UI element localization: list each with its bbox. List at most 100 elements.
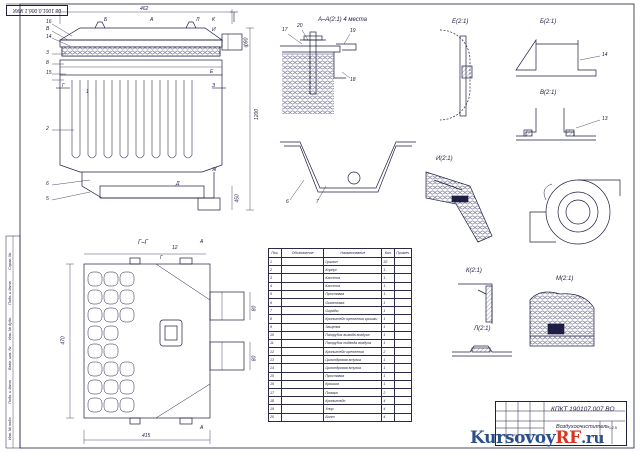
spec-cell bbox=[394, 371, 412, 381]
dim-base: 450 bbox=[234, 194, 241, 203]
spec-cell: 2 bbox=[381, 347, 396, 357]
spec-cell bbox=[394, 355, 412, 365]
spec-cell bbox=[394, 297, 412, 308]
spec-cell: 7 bbox=[268, 306, 282, 316]
spec-cell: 10 bbox=[268, 330, 282, 340]
spec-cell: Кассета bbox=[323, 281, 383, 291]
spec-cell: 6 bbox=[268, 297, 282, 308]
spec-cell: 8 bbox=[268, 314, 282, 324]
spec-cell: 1 bbox=[381, 379, 396, 390]
spec-cell: 9 bbox=[268, 322, 282, 332]
spec-cell: 1 bbox=[381, 297, 396, 308]
spec-cell bbox=[394, 322, 412, 332]
view-k-title: К(2:1) bbox=[466, 268, 482, 274]
view-b-title: Б(2:1) bbox=[540, 19, 557, 25]
leader-label: 14 bbox=[602, 52, 608, 58]
spec-cell: 4 bbox=[381, 404, 396, 414]
leader-label: 16 bbox=[46, 19, 52, 25]
side-label: Справ. № bbox=[8, 252, 12, 270]
view-m bbox=[529, 291, 595, 347]
view-l-title: Л(2:1) bbox=[474, 326, 491, 332]
spec-cell: Циклон bbox=[323, 256, 383, 267]
leader-label: 17 bbox=[282, 27, 288, 33]
spec-cell bbox=[394, 338, 412, 349]
leader-label: 5 bbox=[46, 196, 49, 202]
spec-cell: 1 bbox=[381, 371, 396, 381]
leader-label: 20 bbox=[297, 23, 303, 29]
view-gg-title: Г–Г bbox=[138, 240, 148, 246]
spec-cell bbox=[280, 387, 325, 398]
dim-ring: ф90 bbox=[243, 37, 250, 48]
spec-cell: 1 bbox=[381, 314, 396, 324]
spec-cell: 1 bbox=[381, 355, 396, 365]
spec-cell bbox=[280, 306, 325, 316]
spec-cell: 11 bbox=[268, 338, 282, 349]
spec-cell bbox=[394, 256, 412, 267]
spec-cell: Кронштейн крепления кришки bbox=[323, 314, 383, 324]
spec-cell bbox=[394, 289, 412, 299]
plan-view bbox=[66, 253, 251, 444]
spec-cell: 15 bbox=[268, 371, 282, 381]
drawing-stamp: 08 1001.0.00б.1 ЖКК bbox=[6, 5, 68, 16]
leader-label: 2 bbox=[46, 126, 49, 132]
spec-cell: Корпус bbox=[323, 265, 383, 275]
spec-cell: Кронштейн bbox=[323, 396, 383, 406]
side-label: Взам. инв. № bbox=[8, 346, 12, 370]
spec-cell: 1 bbox=[381, 273, 396, 283]
leader-label: Г bbox=[62, 83, 65, 89]
spec-cell: Болт bbox=[323, 412, 383, 422]
leader-label: 6 bbox=[46, 181, 49, 187]
leader-label: 15 bbox=[46, 70, 52, 76]
view-i bbox=[425, 171, 493, 243]
leader-label: З bbox=[212, 83, 216, 89]
spec-cell bbox=[280, 396, 325, 406]
view-k bbox=[458, 283, 493, 324]
spec-cell: 14 bbox=[268, 363, 282, 373]
spec-cell bbox=[394, 265, 412, 275]
view-l bbox=[452, 345, 512, 357]
leader-label: К bbox=[212, 17, 215, 23]
title-block: КПКТ 190107.007 ВО Воздухоочиститель 1:2… bbox=[495, 401, 627, 446]
section-aa bbox=[280, 29, 357, 114]
view-m-title: М(2:1) bbox=[556, 276, 574, 282]
spec-cell: 13 bbox=[268, 355, 282, 365]
spec-cell: Упор bbox=[323, 404, 383, 414]
leader-label: А bbox=[200, 425, 204, 431]
leader-label: А bbox=[150, 17, 154, 23]
spec-cell: Крышка bbox=[323, 379, 383, 390]
leader-label: 3 bbox=[46, 50, 49, 56]
leader-label: Г bbox=[160, 255, 163, 261]
spec-cell: Кассета bbox=[323, 273, 383, 283]
spec-cell: 5 bbox=[268, 289, 282, 299]
spec-cell bbox=[280, 379, 325, 390]
dim-plan-width: 415 bbox=[142, 433, 151, 439]
scale-label: 1:2.5 bbox=[609, 426, 617, 430]
leader-label: Е bbox=[210, 69, 214, 75]
leader-label: А bbox=[200, 239, 204, 245]
brand-main: Kursovoy bbox=[470, 428, 556, 448]
brand-watermark: KursovoyRF.ru bbox=[470, 428, 604, 448]
spec-cell bbox=[280, 330, 325, 340]
spec-cell: 1 bbox=[381, 322, 396, 332]
spec-cell: 4 bbox=[268, 281, 282, 291]
view-e bbox=[439, 29, 473, 121]
spec-cell: 1 bbox=[268, 256, 282, 267]
spec-cell bbox=[394, 387, 412, 398]
spec-cell bbox=[280, 347, 325, 357]
view-dd bbox=[280, 141, 416, 201]
spec-cell: 17 bbox=[268, 387, 282, 398]
spec-cell bbox=[280, 273, 325, 283]
side-label: Подп. и дата bbox=[8, 281, 12, 305]
spec-cell: Проставка bbox=[323, 371, 383, 381]
spec-cell: Цилиндровая втулка bbox=[323, 355, 383, 365]
spec-cell bbox=[280, 314, 325, 324]
